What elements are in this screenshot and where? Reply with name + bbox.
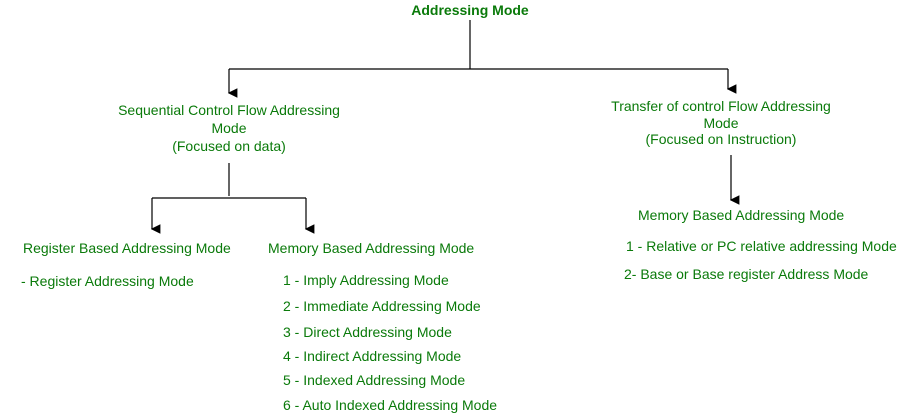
transfer-title-line1: Transfer of control Flow Addressing xyxy=(611,98,831,114)
root-title: Addressing Mode xyxy=(411,2,529,18)
transfer-title-line2: Mode xyxy=(703,115,739,131)
sequential-title-line2: Mode xyxy=(211,120,247,136)
memory-based-left-title: Memory Based Addressing Mode xyxy=(268,240,475,256)
memory-based-right-item: 1 - Relative or PC relative addressing M… xyxy=(626,238,897,254)
memory-based-left-item: 3 - Direct Addressing Mode xyxy=(283,324,452,340)
memory-based-left-item: 5 - Indexed Addressing Mode xyxy=(283,372,466,388)
memory-based-right-title: Memory Based Addressing Mode xyxy=(638,207,845,223)
memory-based-left-item: 6 - Auto Indexed Addressing Mode xyxy=(283,397,498,413)
sequential-title-line1: Sequential Control Flow Addressing xyxy=(118,102,340,118)
memory-based-right-item: 2- Base or Base register Address Mode xyxy=(624,266,869,282)
register-based-title: Register Based Addressing Mode xyxy=(23,240,231,256)
memory-based-left-item: 4 - Indirect Addressing Mode xyxy=(283,348,462,364)
transfer-title-line3: (Focused on Instruction) xyxy=(645,131,797,147)
memory-based-left-item: 1 - Imply Addressing Mode xyxy=(283,272,449,288)
sequential-title-line3: (Focused on data) xyxy=(172,138,286,154)
memory-based-left-item: 2 - Immediate Addressing Mode xyxy=(283,298,481,314)
register-based-item: - Register Addressing Mode xyxy=(21,273,194,289)
